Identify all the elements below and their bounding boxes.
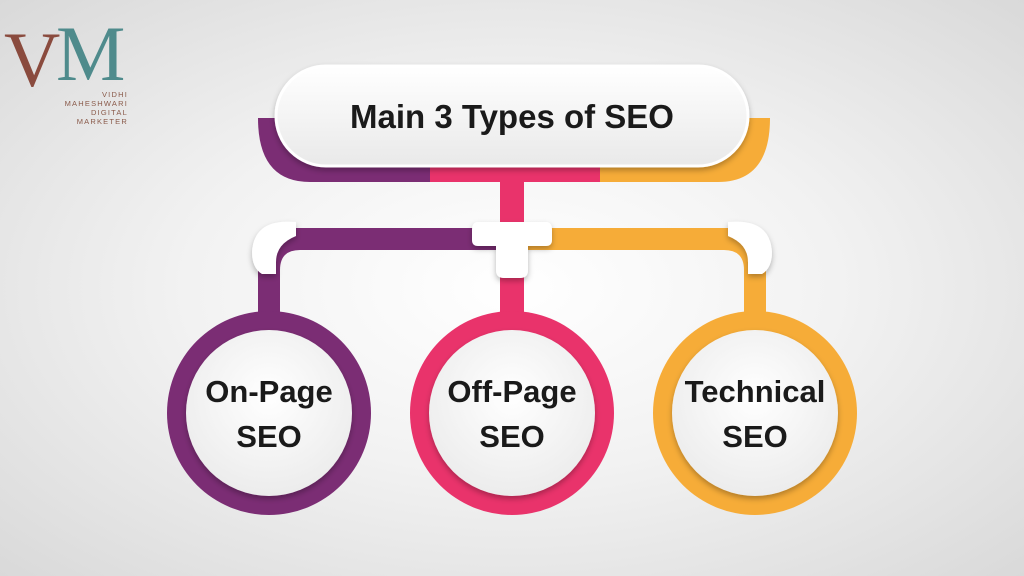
technical-label-line1: Technical	[685, 374, 826, 409]
left-branch	[288, 228, 510, 250]
logo-line-1: VIDHI	[102, 90, 128, 99]
logo-line-2: MAHESHWARI	[65, 99, 128, 108]
center-joint	[472, 222, 552, 278]
logo-line-4: MARKETER	[77, 117, 128, 126]
title-box: Main 3 Types of SEO	[274, 64, 750, 168]
logo-monogram-m: M	[56, 10, 125, 97]
seo-type-on-page: On-Page SEO	[167, 311, 371, 515]
right-joint	[728, 221, 772, 274]
seo-type-off-page: Off-Page SEO	[410, 311, 614, 515]
on-page-label-line2: SEO	[236, 419, 301, 454]
off-page-label-line2: SEO	[479, 419, 544, 454]
on-page-label-line1: On-Page	[205, 374, 332, 409]
brand-logo: V M VIDHI MAHESHWARI DIGITAL MARKETER	[4, 10, 128, 126]
right-branch	[514, 228, 740, 250]
joints	[252, 221, 772, 278]
logo-monogram-v: V	[4, 16, 60, 103]
on-page-disc	[186, 330, 352, 496]
technical-disc	[672, 330, 838, 496]
technical-label-line2: SEO	[722, 419, 787, 454]
title-pill	[274, 64, 750, 168]
seo-type-technical: Technical SEO	[653, 311, 857, 515]
off-page-label-line1: Off-Page	[447, 374, 576, 409]
left-joint	[252, 221, 296, 274]
page-title: Main 3 Types of SEO	[350, 98, 674, 135]
off-page-disc	[429, 330, 595, 496]
logo-line-3: DIGITAL	[91, 108, 128, 117]
